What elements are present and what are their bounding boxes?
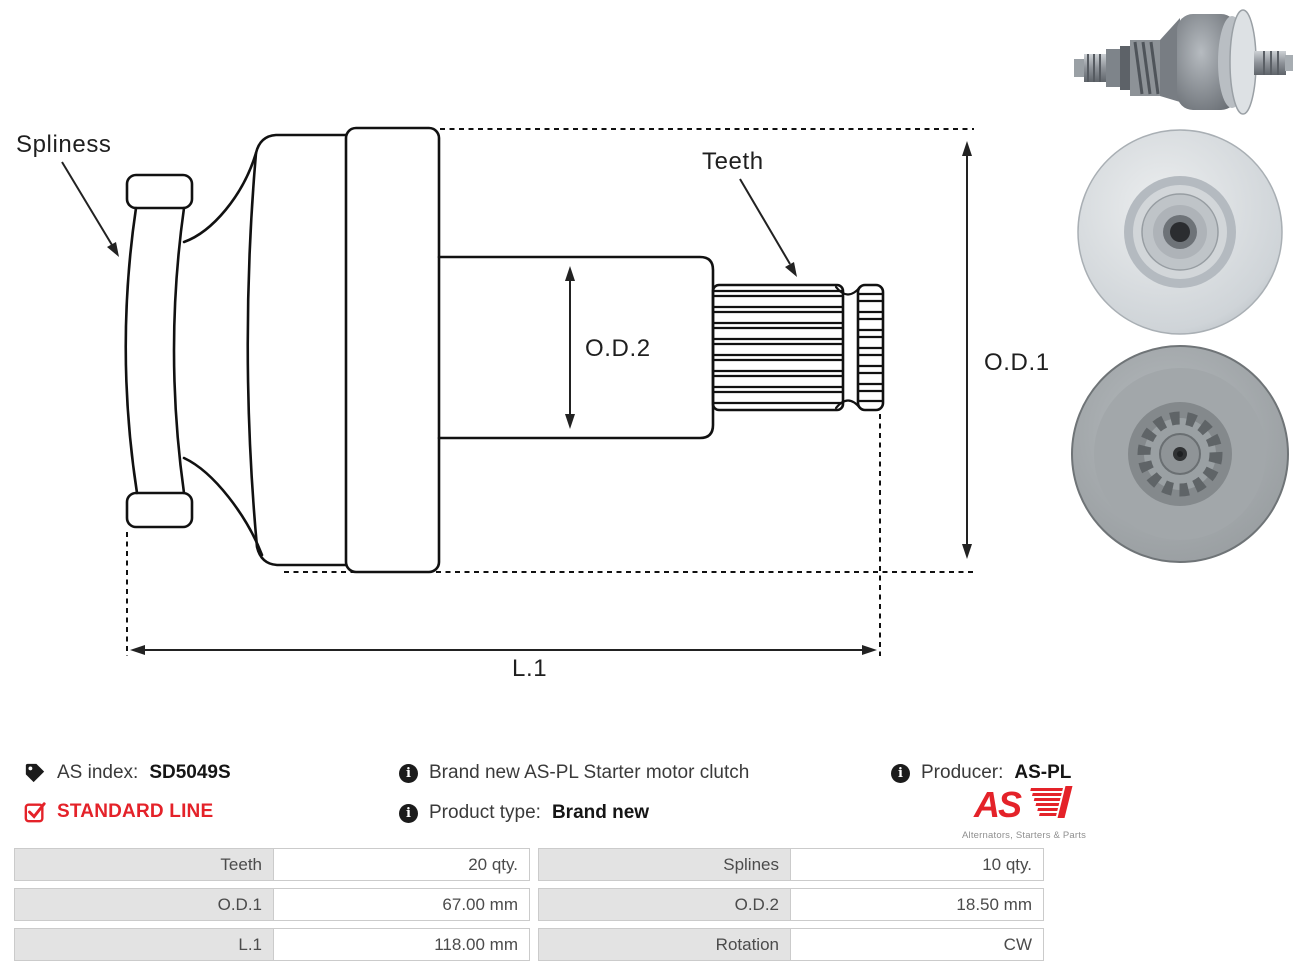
od2-label: O.D.2 (585, 335, 651, 362)
dimension-arrows (61, 141, 972, 655)
product-type-label: Product type: (429, 802, 541, 823)
as-pl-logo-mark: AS (973, 784, 1073, 825)
tag-icon (25, 763, 45, 783)
table-gap (530, 888, 538, 921)
standard-line-label: STANDARD LINE (57, 801, 214, 822)
as-index-label: AS index: (57, 762, 139, 783)
spec-value-teeth: 20 qty. (273, 848, 530, 881)
product-description: Brand new AS-PL Starter motor clutch (429, 762, 750, 783)
teeth-label: Teeth (702, 148, 764, 175)
checked-checkbox-icon (24, 802, 46, 823)
table-gap (530, 848, 538, 881)
table-gap (530, 928, 538, 961)
spec-label-od2: O.D.2 (538, 888, 790, 921)
info-icon (399, 803, 418, 823)
spec-value-splines: 10 qty. (790, 848, 1044, 881)
as-index-row: AS index: SD5049S (24, 760, 231, 786)
logo-as-text: AS (973, 784, 1022, 824)
pinion-teeth-lines (714, 289, 882, 405)
description-row: Brand new AS-PL Starter motor clutch (399, 760, 749, 786)
spliness-label: Spliness (16, 131, 112, 158)
spec-value-rotation: CW (790, 928, 1044, 961)
spec-value-l1: 118.00 mm (273, 928, 530, 961)
spec-label-l1: L.1 (14, 928, 273, 961)
spec-label-splines: Splines (538, 848, 790, 881)
spec-value-od1: 67.00 mm (273, 888, 530, 921)
spec-label-rotation: Rotation (538, 928, 790, 961)
product-type-value: Brand new (551, 802, 650, 823)
producer-row: Producer: AS-PL (891, 760, 1071, 786)
spec-label-od1: O.D.1 (14, 888, 273, 921)
product-photo-front-face[interactable] (1072, 125, 1288, 339)
as-index-value: SD5049S (149, 762, 231, 783)
info-icon (891, 763, 910, 783)
product-photo-side-view[interactable] (1072, 2, 1298, 120)
l1-label: L.1 (512, 655, 547, 682)
standard-line-row: STANDARD LINE (24, 799, 213, 825)
logo-tagline: Alternators, Starters & Parts (962, 830, 1087, 841)
od1-label: O.D.1 (984, 349, 1050, 376)
product-type-row: Product type: Brand new (399, 800, 649, 826)
product-photo-rear-face[interactable] (1068, 342, 1292, 566)
drive-outline (124, 126, 885, 574)
as-pl-logo: AS Alternators, Starters & Parts (962, 784, 1087, 841)
info-icon (399, 763, 418, 783)
producer-value: AS-PL (1014, 762, 1072, 783)
dimension-dashed-lines (126, 128, 974, 656)
spec-value-od2: 18.50 mm (790, 888, 1044, 921)
producer-label: Producer: (921, 762, 1004, 783)
technical-diagram: Spliness Teeth O.D.2 O.D.1 L.1 (16, 126, 1050, 682)
spec-label-teeth: Teeth (14, 848, 273, 881)
spec-table: Teeth 20 qty. Splines 10 qty. O.D.1 67.0… (14, 848, 1044, 961)
